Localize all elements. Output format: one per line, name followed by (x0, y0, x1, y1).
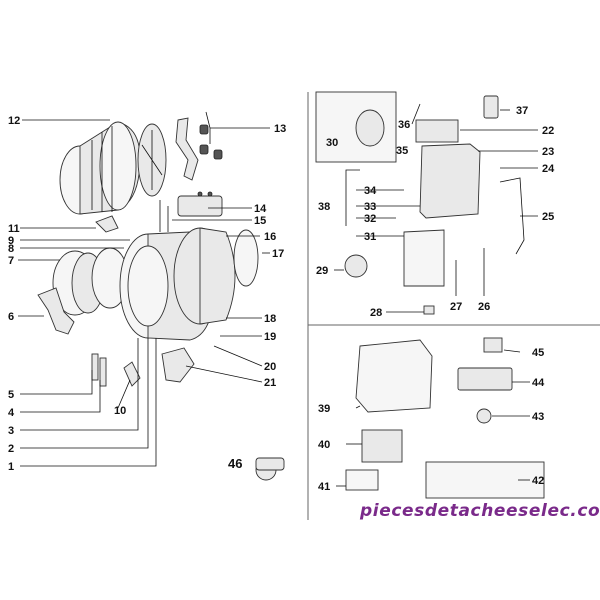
detergent-drawer-housing (355, 339, 433, 413)
callout-39: 39 (318, 403, 330, 415)
clamp-part (95, 215, 119, 233)
callout-11: 11 (8, 223, 20, 235)
callout-30: 30 (326, 137, 338, 149)
callout-40: 40 (318, 439, 330, 451)
callout-32: 32 (364, 213, 376, 225)
callout-17: 17 (272, 248, 284, 260)
callout-43: 43 (532, 411, 544, 423)
small-clip-part (423, 305, 435, 315)
drawer-handle-part (345, 469, 379, 491)
door-gasket-ring (355, 109, 385, 147)
callout-45: 45 (532, 347, 544, 359)
callout-8: 8 (8, 243, 14, 255)
callout-25: 25 (542, 211, 554, 223)
door-lock-part (483, 337, 503, 353)
callout-4: 4 (8, 407, 15, 419)
shock-absorbers-part (91, 353, 141, 387)
callout-34: 34 (364, 185, 377, 197)
callout-33: 33 (364, 201, 376, 213)
callout-16: 16 (264, 231, 276, 243)
hose-part (499, 177, 525, 255)
callout-46: 46 (228, 456, 242, 471)
callout-9: 9 (8, 235, 14, 247)
callout-10: 10 (114, 405, 126, 417)
callout-29: 29 (316, 265, 328, 277)
callout-44: 44 (532, 377, 545, 389)
rear-gasket-part (233, 229, 259, 287)
callout-28: 28 (370, 307, 382, 319)
callout-7: 7 (8, 255, 14, 267)
callout-1: 1 (8, 461, 14, 473)
callout-22: 22 (542, 125, 554, 137)
pump-part (161, 347, 195, 383)
callout-31: 31 (364, 231, 376, 243)
callout-20: 20 (264, 361, 276, 373)
callout-19: 19 (264, 331, 276, 343)
control-board-part (457, 367, 513, 391)
heater-part (159, 191, 223, 232)
callout-15: 15 (254, 215, 266, 227)
leader-lines (18, 103, 538, 487)
callout-36: 36 (398, 119, 410, 131)
watermark-text: piecesdetacheeselec.com (359, 501, 600, 521)
callout-21: 21 (264, 377, 276, 389)
callout-3: 3 (8, 425, 14, 437)
drum-cross-arm-part (175, 117, 223, 181)
callout-18: 18 (264, 313, 276, 325)
callout-27: 27 (450, 301, 462, 313)
cabinet-part (419, 143, 481, 219)
drain-pump-part (255, 457, 285, 481)
foot-part (37, 287, 75, 335)
knob-part (476, 408, 492, 424)
callout-13: 13 (274, 123, 286, 135)
filter-part (483, 95, 499, 119)
callout-38: 38 (318, 201, 330, 213)
porthole-part (344, 254, 368, 278)
callout-5: 5 (8, 389, 14, 401)
callout-37: 37 (516, 105, 528, 117)
callout-35: 35 (396, 145, 408, 157)
callout-26: 26 (478, 301, 490, 313)
drawer-part (361, 429, 403, 463)
callout-41: 41 (318, 481, 330, 493)
callout-14: 14 (254, 203, 267, 215)
drum-spider-part (137, 123, 167, 197)
callout-6: 6 (8, 311, 14, 323)
rear-tub-part (173, 227, 236, 325)
front-panel-part (403, 229, 445, 287)
callout-42: 42 (532, 475, 544, 487)
top-panel-part (415, 119, 459, 143)
callout-24: 24 (542, 163, 555, 175)
drum-part (59, 121, 141, 215)
callout-12: 12 (8, 115, 20, 127)
callout-2: 2 (8, 443, 14, 455)
callout-23: 23 (542, 146, 554, 158)
